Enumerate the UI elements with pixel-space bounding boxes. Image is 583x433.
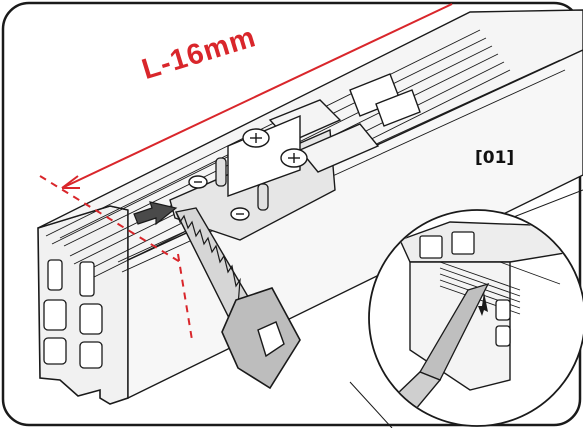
screw-slots [194, 133, 300, 215]
slider-blocks [227, 73, 421, 197]
profile-chambers [43, 259, 103, 369]
saw-teeth [175, 211, 241, 333]
dimension-line [61, 3, 453, 189]
cut-guide-lines [39, 175, 193, 341]
saw-handle-grip-hole [257, 321, 285, 358]
pins [215, 157, 269, 211]
detail-chambers [419, 231, 511, 347]
detail-leader-line [349, 381, 393, 429]
step-label: [01] [475, 148, 515, 168]
arrow-down-icon [478, 292, 488, 316]
arrow-right-icon [133, 201, 178, 226]
detail-view [370, 221, 583, 425]
